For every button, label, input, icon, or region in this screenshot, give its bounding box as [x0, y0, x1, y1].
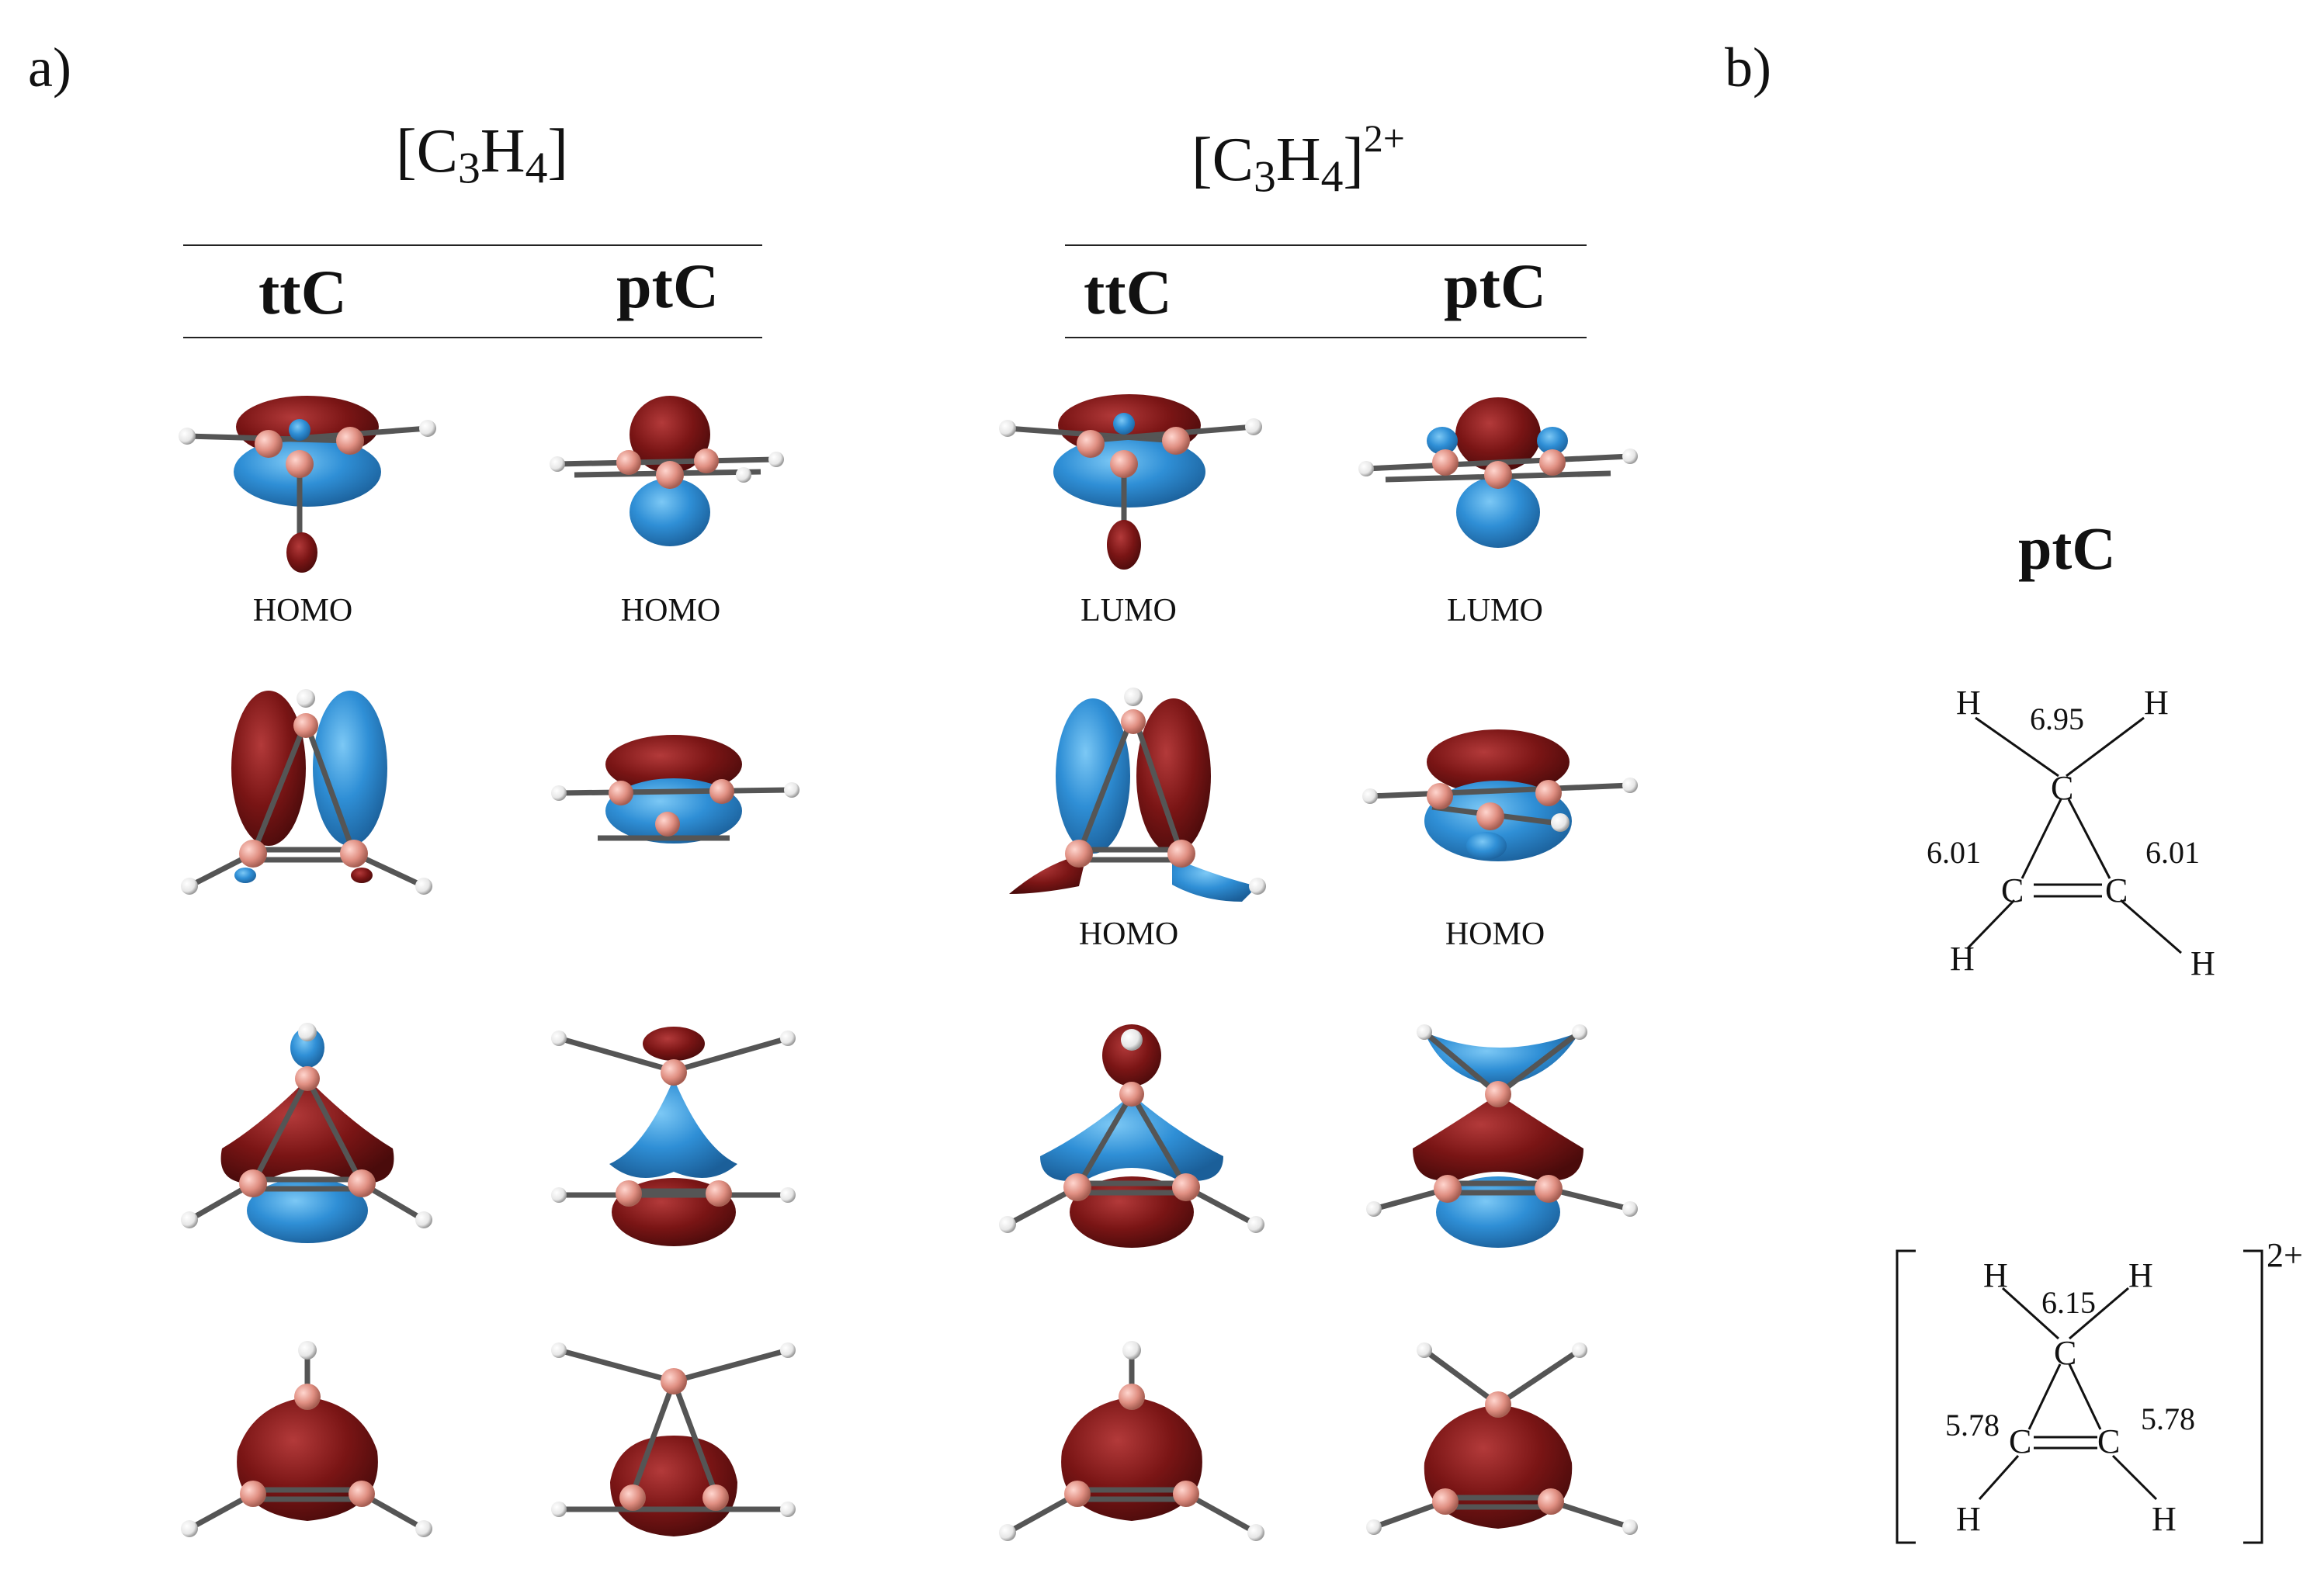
atom-c-left-dication: C: [2009, 1422, 2031, 1460]
panel-label-b: b): [1725, 36, 1771, 99]
table-rule-bottom-neutral: [183, 337, 762, 338]
orbital-label-dication-ptc-homo: HOMO: [1445, 916, 1545, 952]
table-rule-top-neutral: [183, 244, 762, 246]
value-right-dication: 5.78: [2141, 1401, 2195, 1436]
value-left-neutral: 6.01: [1927, 835, 1981, 870]
orbital-neutral-ptc-row1: [550, 396, 784, 546]
orbital-label-dication-ttc-lumo: LUMO: [1080, 593, 1177, 629]
orbital-neutral-ttc-row2: [181, 689, 432, 895]
orbital-dication-ptc-row4: [1366, 1342, 1638, 1535]
orbital-neutral-ptc-row4: [551, 1342, 796, 1536]
orbital-label-dication-ptc-lumo: LUMO: [1447, 593, 1543, 629]
orbital-dication-ttc-row2: [1009, 688, 1266, 902]
column-header-ptc-dication: ptC: [1444, 251, 1547, 321]
formula-neutral: [C3H4]: [396, 117, 569, 193]
column-header-ttc-dication: ttC: [1084, 257, 1172, 327]
orbital-neutral-ttc-row4: [181, 1341, 432, 1537]
atom-h-top-left-dication: H: [1983, 1256, 2008, 1294]
table-rule-bottom-dication: [1065, 337, 1587, 338]
orbital-dication-ptc-row1: [1358, 397, 1638, 548]
atom-h-top-left: H: [1956, 684, 1981, 722]
orbital-neutral-ptc-row2: [551, 735, 800, 843]
value-top-neutral: 6.95: [2030, 701, 2084, 736]
orbital-label-neutral-ptc-homo: HOMO: [620, 593, 721, 629]
column-header-ttc-neutral: ttC: [258, 257, 347, 327]
orbital-neutral-ttc-row3: [181, 1023, 432, 1243]
structure-title: ptC: [2018, 514, 2116, 582]
orbital-dication-ttc-row4: [999, 1341, 1264, 1541]
orbital-dication-ttc-row3: [999, 1024, 1264, 1248]
orbital-label-neutral-ttc-homo: HOMO: [252, 593, 353, 629]
structure-dication: H H C C C H H 6.15 5.78 5.78 2+: [1896, 1236, 2303, 1544]
atom-c-top-dication: C: [2054, 1334, 2076, 1372]
orbital-dication-ptc-row3: [1366, 1024, 1638, 1248]
column-header-ptc-neutral: ptC: [616, 251, 720, 321]
orbital-neutral-ptc-row3: [551, 1027, 796, 1246]
orbital-label-dication-ttc-homo: HOMO: [1078, 916, 1179, 952]
atom-c-top: C: [2051, 769, 2073, 807]
atom-h-bottom-right: H: [2190, 944, 2215, 982]
atom-h-top-right: H: [2144, 684, 2169, 722]
orbital-dication-ptc-row2: [1362, 729, 1638, 861]
table-rule-top-dication: [1065, 244, 1587, 246]
atom-h-top-right-dication: H: [2128, 1256, 2153, 1294]
atom-h-bottom-right-dication: H: [2152, 1500, 2177, 1538]
panel-label-a: a): [28, 36, 71, 99]
value-left-dication: 5.78: [1945, 1408, 2000, 1443]
atom-c-right: C: [2105, 871, 2128, 909]
atom-h-bottom-left: H: [1950, 940, 1975, 978]
formula-dication: [C3H4]2+: [1191, 117, 1405, 202]
atom-c-left: C: [2001, 871, 2024, 909]
orbital-neutral-ttc-row1: [179, 396, 436, 573]
value-right-neutral: 6.01: [2145, 835, 2200, 870]
atom-h-bottom-left-dication: H: [1956, 1500, 1981, 1538]
structure-neutral: H H C C C H H 6.95 6.01 6.01: [1927, 684, 2215, 982]
orbital-dication-ttc-row1: [999, 394, 1262, 570]
atom-c-right-dication: C: [2097, 1422, 2120, 1460]
charge-label-dication: 2+: [2267, 1236, 2303, 1274]
value-top-dication: 6.15: [2041, 1285, 2096, 1320]
